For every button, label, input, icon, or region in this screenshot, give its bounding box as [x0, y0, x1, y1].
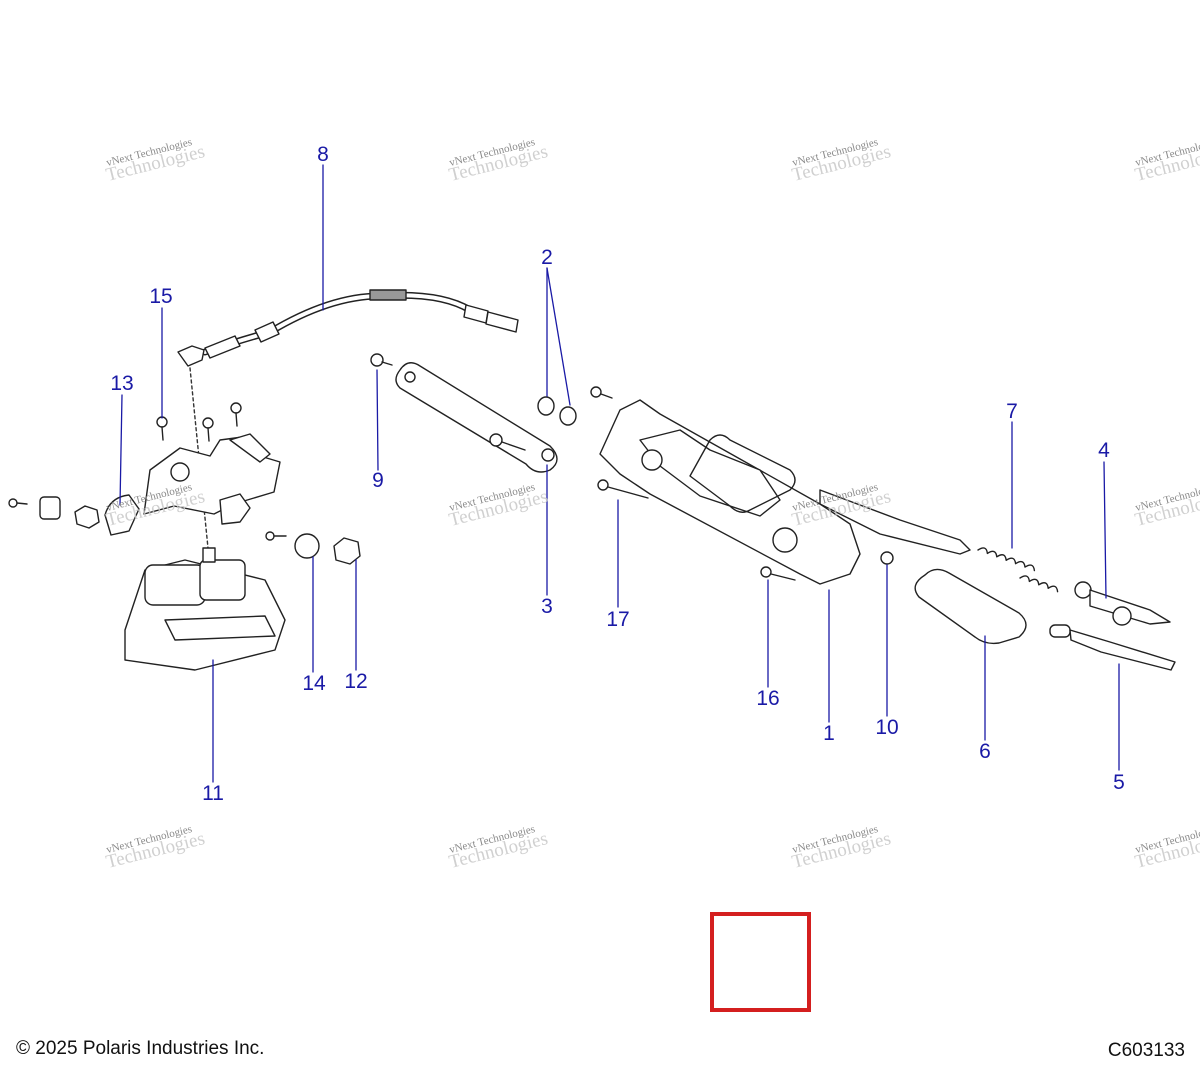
springs-7	[977, 547, 1059, 593]
washer-nut-14-12	[265, 531, 361, 565]
callout-9[interactable]: 9	[372, 469, 384, 492]
leader-lines	[119, 164, 1120, 783]
callout-11[interactable]: 11	[202, 782, 224, 805]
callout-17[interactable]: 17	[606, 608, 630, 631]
red-marker-box	[710, 912, 811, 1012]
callout-1[interactable]: 1	[823, 722, 835, 745]
callout-2[interactable]: 2	[541, 246, 553, 269]
bolts-15	[156, 402, 242, 442]
callout-3[interactable]: 3	[541, 595, 553, 618]
washers-2	[537, 386, 613, 426]
spring-cage	[689, 434, 971, 565]
shift-motor	[124, 547, 286, 671]
bracket-assembly	[104, 433, 281, 536]
shift-forks	[1049, 581, 1176, 671]
left-fasteners	[8, 496, 100, 529]
drawing-id: C603133	[1107, 1040, 1185, 1061]
callout-10[interactable]: 10	[875, 716, 899, 739]
copyright-text: © 2025 Polaris Industries Inc.	[16, 1038, 265, 1059]
callout-12[interactable]: 12	[344, 670, 368, 693]
shift-cable	[177, 289, 519, 367]
callout-14[interactable]: 14	[302, 672, 326, 695]
callout-4[interactable]: 4	[1098, 439, 1110, 462]
callout-13[interactable]: 13	[110, 372, 134, 395]
shift-carrier	[597, 399, 861, 585]
callout-8[interactable]: 8	[317, 143, 329, 166]
callout-5[interactable]: 5	[1113, 771, 1125, 794]
callout-15[interactable]: 15	[149, 285, 173, 308]
callout-7[interactable]: 7	[1006, 400, 1018, 423]
shift-link	[370, 353, 558, 473]
callout-16[interactable]: 16	[756, 687, 780, 710]
callout-6[interactable]: 6	[979, 740, 991, 763]
gasket-6	[914, 568, 1027, 645]
